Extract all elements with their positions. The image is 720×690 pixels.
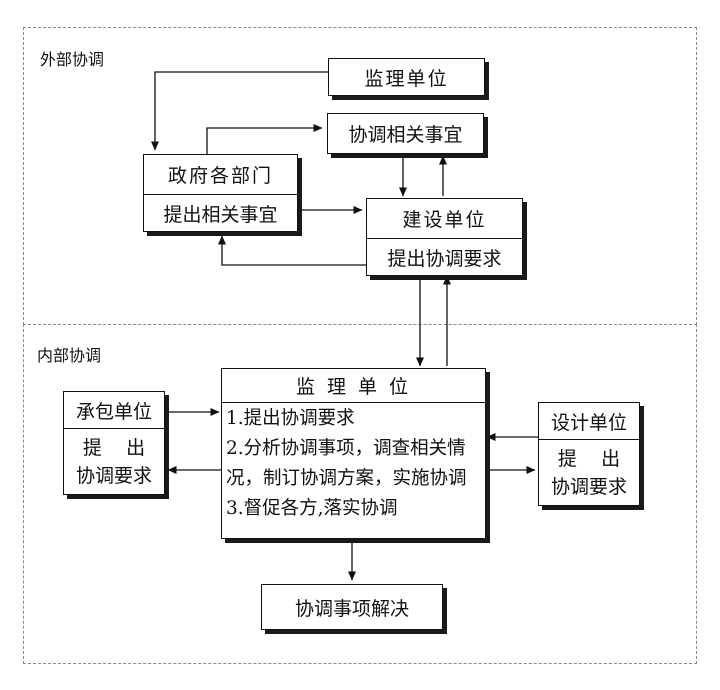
- government-box: 政府各部门 提出相关事宜: [143, 154, 298, 232]
- designer-title: 设计单位: [550, 411, 627, 434]
- resolved-title: 协调事项解决: [294, 597, 409, 620]
- arrow-supervisor-to-government: [151, 71, 328, 151]
- supervisor-main-box: 监 理 单 位 1.提出协调要求 2.分析协调事项，调查相关情 况，制订协调方案…: [221, 368, 486, 539]
- designer-subtitle-line1: 提 出: [557, 448, 621, 470]
- arrow-construction-to-government: [218, 235, 366, 266]
- supervisor-main-line-2: 2.分析协调事项，调查相关情: [226, 438, 466, 459]
- contractor-title: 承包单位: [75, 400, 152, 423]
- coordinate-matters-title: 协调相关事宜: [348, 124, 463, 146]
- supervisor-main-line-4: 3.督促各方,落实协调: [226, 498, 398, 519]
- internal-coordination-label: 内部协调: [37, 346, 102, 365]
- supervisor-top-box: 监理单位: [328, 58, 485, 96]
- external-coordination-label: 外部协调: [40, 50, 105, 69]
- designer-subtitle-line2: 协调要求: [550, 476, 627, 498]
- construction-box: 建设单位 提出协调要求: [366, 198, 523, 276]
- coordinate-matters-box: 协调相关事宜: [327, 113, 484, 154]
- resolved-box: 协调事项解决: [261, 584, 443, 630]
- supervisor-main-line-3: 况，制订协调方案，实施协调: [226, 468, 467, 489]
- supervisor-top-title: 监理单位: [364, 67, 449, 90]
- construction-subtitle: 提出协调要求: [367, 238, 522, 275]
- contractor-subtitle-line1: 提 出: [82, 437, 146, 459]
- designer-box: 设计单位 提 出 协调要求: [538, 402, 640, 506]
- supervisor-main-title: 监 理 单 位: [295, 376, 412, 398]
- government-title: 政府各部门: [167, 165, 273, 187]
- contractor-subtitle-line2: 协调要求: [75, 465, 152, 487]
- supervisor-main-line-1: 1.提出协调要求: [226, 408, 355, 429]
- construction-title: 建设单位: [402, 209, 487, 231]
- internal-coordination-region: [23, 324, 697, 664]
- contractor-box: 承包单位 提 出 协调要求: [63, 391, 165, 495]
- government-subtitle: 提出相关事宜: [144, 194, 297, 231]
- arrow-government-to-matters: [206, 124, 323, 154]
